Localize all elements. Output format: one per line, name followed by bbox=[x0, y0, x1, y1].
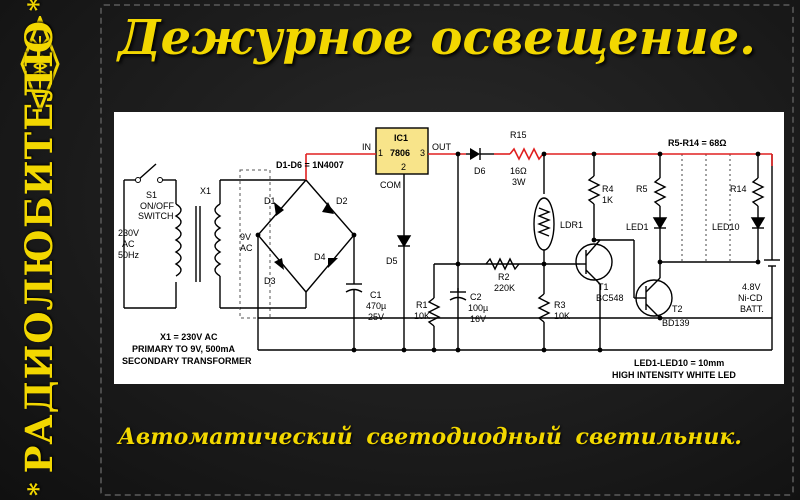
c1-value-2: 25V bbox=[368, 312, 384, 322]
c1-label: C1 bbox=[370, 290, 382, 300]
star-icon: * bbox=[24, 481, 54, 496]
led1-label: LED1 bbox=[626, 222, 649, 232]
stitch-border bbox=[100, 4, 794, 496]
d3-label: D3 bbox=[264, 276, 276, 286]
ic1-in-label: IN bbox=[362, 142, 371, 152]
r1-label: R1 bbox=[416, 300, 428, 310]
diodes-note: D1-D6 = 1N4007 bbox=[276, 160, 344, 170]
r4-label: R4 bbox=[602, 184, 614, 194]
page-subtitle: Автоматический светодиодный светильник. bbox=[118, 424, 742, 450]
t2-label: T2 bbox=[672, 304, 683, 314]
x1-note-line3: SECONDARY TRANSFORMER bbox=[122, 356, 252, 366]
t1-part: BC548 bbox=[596, 293, 624, 303]
ic1-pin2: 2 bbox=[401, 162, 406, 172]
ldr1-label: LDR1 bbox=[560, 220, 583, 230]
d1-label: D1 bbox=[264, 196, 276, 206]
circuit-schematic: IC1 7806 1 3 2 IN OUT COM D1-D6 = 1N4007… bbox=[114, 112, 784, 384]
antenna-coil-logo bbox=[20, 16, 60, 112]
led-note-line1: LED1-LED10 = 10mm bbox=[634, 358, 724, 368]
x1-note-line2: PRIMARY TO 9V, 500mA bbox=[132, 344, 236, 354]
star-icon: * bbox=[24, 0, 54, 12]
side-brand-label: РАДИОЛЮБИТЕЛЮ bbox=[17, 19, 61, 474]
d4-label: D4 bbox=[314, 252, 326, 262]
r4-value: 1K bbox=[602, 195, 613, 205]
mains-label-2: AC bbox=[122, 239, 135, 249]
c2-value-1: 100µ bbox=[468, 303, 488, 313]
led-note-line2: HIGH INTENSITY WHITE LED bbox=[612, 370, 736, 380]
led10-label: LED10 bbox=[712, 222, 740, 232]
page-title: Дежурное освещение. bbox=[118, 10, 756, 66]
r5-label: R5 bbox=[636, 184, 648, 194]
battery-label-3: BATT. bbox=[740, 304, 764, 314]
ic1-pin1: 1 bbox=[378, 148, 383, 158]
s1-label: S1 bbox=[146, 190, 157, 200]
ic1-out-label: OUT bbox=[432, 142, 452, 152]
secondary-label-2: AC bbox=[240, 243, 253, 253]
x1-note-line1: X1 = 230V AC bbox=[160, 332, 218, 342]
battery-label-1: 4.8V bbox=[742, 282, 761, 292]
ic1-pin3: 3 bbox=[420, 148, 425, 158]
side-strip: * РАДИОЛЮБИТЕЛЮ * bbox=[8, 0, 70, 496]
secondary-label-1: 9V bbox=[240, 232, 251, 242]
ic1-part: 7806 bbox=[390, 148, 410, 158]
c2-value-2: 16V bbox=[470, 314, 486, 324]
r2-label: R2 bbox=[498, 272, 510, 282]
r1-value: 10K bbox=[414, 311, 430, 321]
side-brand: * РАДИОЛЮБИТЕЛЮ * bbox=[14, 0, 64, 496]
r3-label: R3 bbox=[554, 300, 566, 310]
ic1-name: IC1 bbox=[394, 133, 408, 143]
d5-label: D5 bbox=[386, 256, 398, 266]
r3-value: 10K bbox=[554, 311, 570, 321]
s1-desc-line2: SWITCH bbox=[138, 211, 174, 221]
r14-label: R14 bbox=[730, 184, 747, 194]
x1-label: X1 bbox=[200, 186, 211, 196]
r15-value-2: 3W bbox=[512, 177, 526, 187]
r15-value-1: 16Ω bbox=[510, 166, 527, 176]
c1-value-1: 470µ bbox=[366, 301, 386, 311]
mains-label-1: 230V bbox=[118, 228, 139, 238]
ic1-com-label: COM bbox=[380, 180, 401, 190]
s1-desc-line1: ON/OFF bbox=[140, 201, 174, 211]
d6-label: D6 bbox=[474, 166, 486, 176]
t1-label: T1 bbox=[598, 282, 609, 292]
t2-part: BD139 bbox=[662, 318, 690, 328]
d2-label: D2 bbox=[336, 196, 348, 206]
c2-label: C2 bbox=[470, 292, 482, 302]
resistors-note: R5-R14 = 68Ω bbox=[668, 138, 727, 148]
r2-value: 220K bbox=[494, 283, 515, 293]
battery-label-2: Ni-CD bbox=[738, 293, 763, 303]
mains-label-3: 50Hz bbox=[118, 250, 140, 260]
r15-label: R15 bbox=[510, 130, 527, 140]
